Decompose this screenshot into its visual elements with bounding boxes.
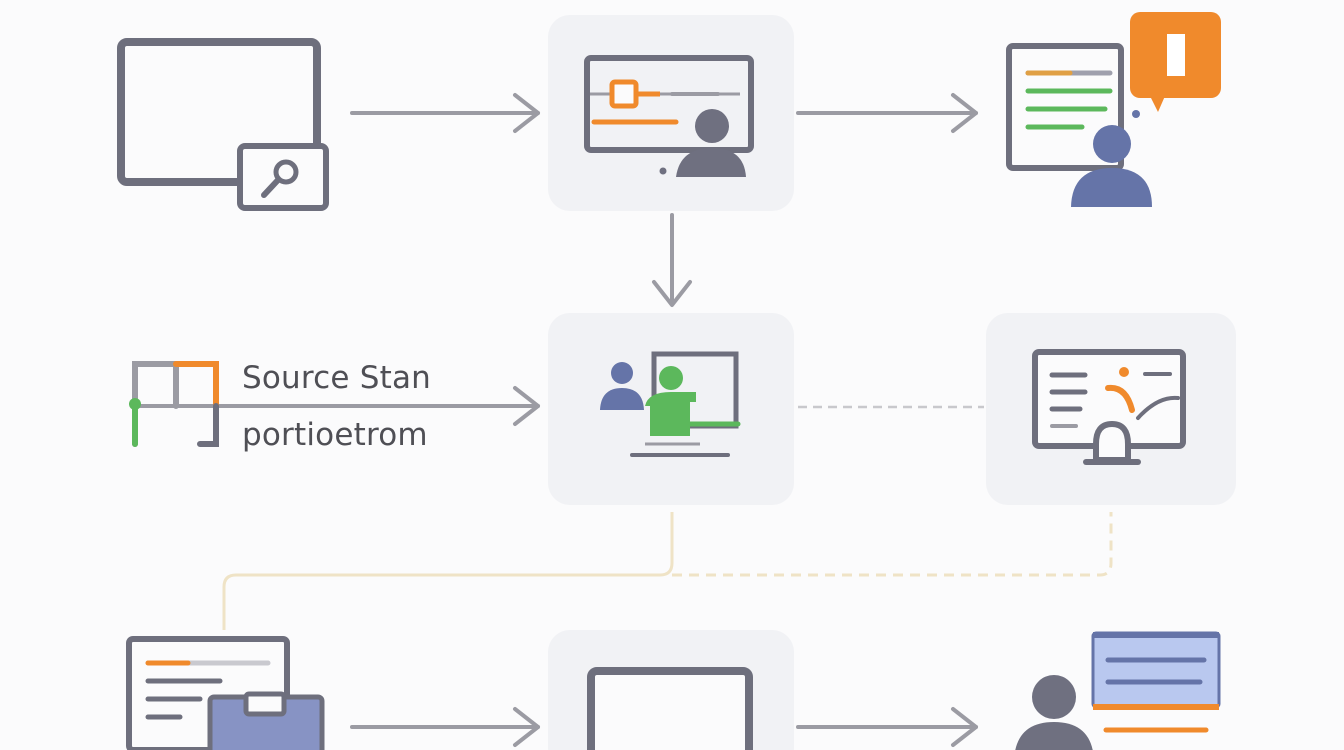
- grid-diagram-icon: [129, 361, 219, 447]
- document-person-notification-icon: [1006, 12, 1221, 207]
- screen-presentation-person-icon: [584, 55, 754, 177]
- person-with-document-icon: [1015, 631, 1221, 750]
- label-line-1: Source Stan: [242, 360, 432, 396]
- monitor-with-search-icon: [117, 38, 329, 211]
- arrow-2: [796, 93, 978, 133]
- document-folder-icon: [126, 636, 325, 750]
- label-line-2: portioetrom: [242, 417, 428, 453]
- monitor-chart-alarm-icon: [1032, 349, 1186, 465]
- blank-monitor-icon: [587, 667, 753, 750]
- arrow-3: [133, 386, 540, 426]
- arrow-down: [652, 213, 692, 307]
- teaching-board-icon: [600, 351, 741, 457]
- arrow-4: [350, 707, 540, 747]
- arrow-1: [350, 93, 540, 133]
- connector-lines: [222, 512, 1113, 630]
- arrow-5: [796, 707, 978, 747]
